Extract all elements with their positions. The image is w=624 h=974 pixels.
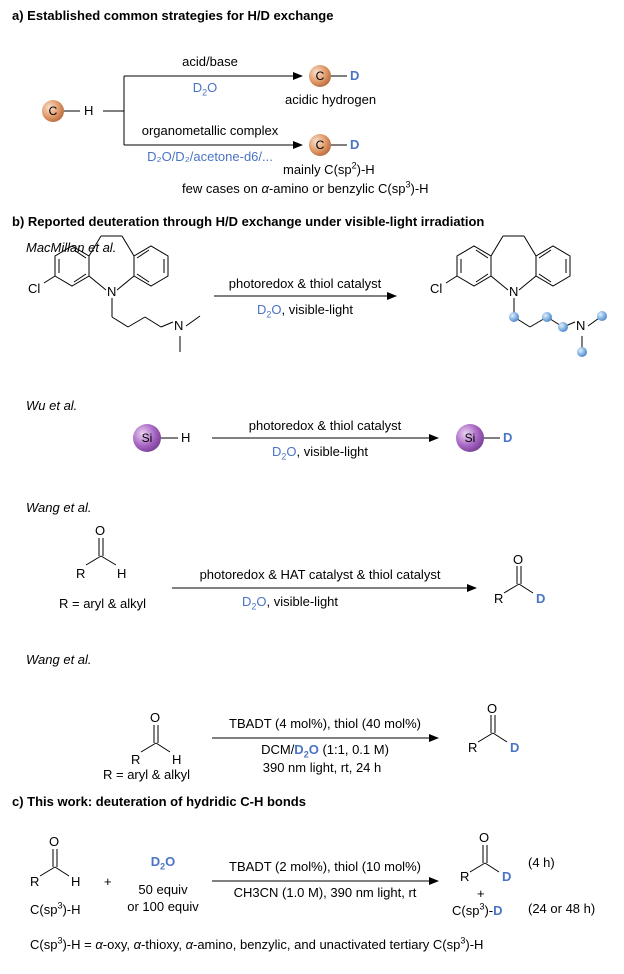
r-definition: R = aryl & alkyl xyxy=(59,596,147,611)
wang1-graphics xyxy=(85,538,534,594)
carbonyl-oxygen-label: O xyxy=(150,710,161,725)
hydrogen-label: H xyxy=(84,103,94,118)
plus-sign: + xyxy=(104,874,112,889)
r-definition: R = aryl & alkyl xyxy=(103,767,191,782)
product-deuterium-label: D xyxy=(502,869,512,884)
time-aldehyde: (4 h) xyxy=(528,855,555,870)
wu-conditions: D2O, visible-light xyxy=(271,444,369,462)
deuterium-ball xyxy=(558,322,568,332)
product-r-label: R xyxy=(460,869,470,884)
product-amine-nitrogen-label: N xyxy=(576,318,586,333)
substrate-scope-footnote: C(sp3)-H = α-oxy, α-thioxy, α-amino, ben… xyxy=(30,935,484,952)
wang2-graphics xyxy=(140,715,508,753)
section-c-heading: c) This work: deuteration of hydridic C-… xyxy=(12,794,306,809)
d2o-reagent: D2O xyxy=(150,854,176,872)
section-a-heading: a) Established common strategies for H/D… xyxy=(12,8,334,23)
macmillan-author: MacMillan et al. xyxy=(26,240,117,255)
chlorine-label: Cl xyxy=(28,281,41,296)
deuterium-ball xyxy=(577,347,587,357)
sp3-substrate-label: C(sp3)-H xyxy=(30,900,81,917)
product-r-label: R xyxy=(468,740,478,755)
lower-solvents: D₂O/D₂/acetone-d6/... xyxy=(147,149,273,164)
product-nitrogen-label: N xyxy=(509,284,519,299)
carbonyl-oxygen-label: O xyxy=(95,523,106,538)
deuterium-markers xyxy=(509,311,607,357)
product-oxygen-label: O xyxy=(513,552,524,567)
carbon-ball-product xyxy=(309,65,331,87)
product-chlorine-label: Cl xyxy=(430,281,443,296)
deuterium-ball xyxy=(597,311,607,321)
carbon-ball-product xyxy=(309,134,331,156)
amine-nitrogen-label: N xyxy=(174,318,184,333)
sp3-product-label: C(sp3)-D xyxy=(452,901,503,918)
product-r-label: R xyxy=(494,591,504,606)
section-b-heading: b) Reported deuteration through H/D exch… xyxy=(12,214,485,229)
nitrogen-label: N xyxy=(107,284,117,299)
product-silicon-label: Si xyxy=(464,431,476,445)
deuterium-ball xyxy=(542,312,552,322)
silicon-ball-product xyxy=(456,424,484,452)
carbonyl-oxygen-label: O xyxy=(49,834,60,849)
aldehyde-h-label: H xyxy=(117,566,127,581)
section-c-graphics xyxy=(39,845,500,877)
wu-reagent: photoredox & thiol catalyst xyxy=(248,418,402,433)
product-carbon-label: C xyxy=(315,69,325,83)
deuterium-label: D xyxy=(350,68,360,83)
aldehyde-h-label: H xyxy=(172,752,182,767)
r-group-label: R xyxy=(131,752,141,767)
deuterated-imipramine-structure xyxy=(445,235,603,352)
r-group-label: R xyxy=(76,566,86,581)
carbon-label: C xyxy=(48,104,58,118)
few-cases-note: few cases on α-amino or benzylic C(sp3)-… xyxy=(182,179,429,196)
r-group-label: R xyxy=(30,874,40,889)
wang2-solvent: DCM/D2O (1:1, 0.1 M) xyxy=(261,742,389,760)
lower-reagent: organometallic complex xyxy=(141,123,279,138)
product-carbon-label: C xyxy=(315,138,325,152)
wu-author: Wu et al. xyxy=(26,398,78,413)
imipramine-structure xyxy=(43,235,201,352)
upper-reagent: acid/base xyxy=(182,54,238,69)
silicon-ball xyxy=(133,424,161,452)
time-sp3: (24 or 48 h) xyxy=(528,901,596,916)
wu-graphics xyxy=(133,424,500,452)
product-deuterium-label: D xyxy=(510,740,520,755)
deuterium-ball xyxy=(509,312,519,322)
macmillan-conditions: D2O, visible-light xyxy=(256,302,354,320)
wu-hydrogen-label: H xyxy=(181,430,191,445)
d2o-equiv-1: 50 equiv xyxy=(138,882,188,897)
this-work-conditions: CH3CN (1.0 M), 390 nm light, rt xyxy=(233,885,417,900)
wang2-reagent: TBADT (4 mol%), thiol (40 mol%) xyxy=(229,716,421,731)
mainly-note: mainly C(sp2)-H xyxy=(283,160,375,177)
section-a-graphics xyxy=(42,65,347,156)
aldehyde-h-label: H xyxy=(71,874,81,889)
this-work-reagent: TBADT (2 mol%), thiol (10 mol%) xyxy=(229,859,421,874)
wang1-reagent: photoredox & HAT catalyst & thiol cataly… xyxy=(199,567,441,582)
carbon-ball xyxy=(42,100,64,122)
wang1-conditions: D2O, visible-light xyxy=(241,594,339,612)
product-deuterium-label: D xyxy=(536,591,546,606)
upper-solvent: D2O xyxy=(192,80,218,98)
plus-sign-product: + xyxy=(477,886,485,901)
deuterium-label: D xyxy=(350,137,360,152)
product-oxygen-label: O xyxy=(487,701,498,716)
macmillan-reagent: photoredox & thiol catalyst xyxy=(228,276,382,291)
product-oxygen-label: O xyxy=(479,830,490,845)
wang1-author: Wang et al. xyxy=(26,500,92,515)
wu-deuterium-label: D xyxy=(503,430,513,445)
wang2-author: Wang et al. xyxy=(26,652,92,667)
silicon-label: Si xyxy=(141,431,153,445)
wang2-light-conditions: 390 nm light, rt, 24 h xyxy=(262,760,382,775)
d2o-equiv-2: or 100 equiv xyxy=(127,899,199,914)
acidic-hydrogen-note: acidic hydrogen xyxy=(285,92,377,107)
